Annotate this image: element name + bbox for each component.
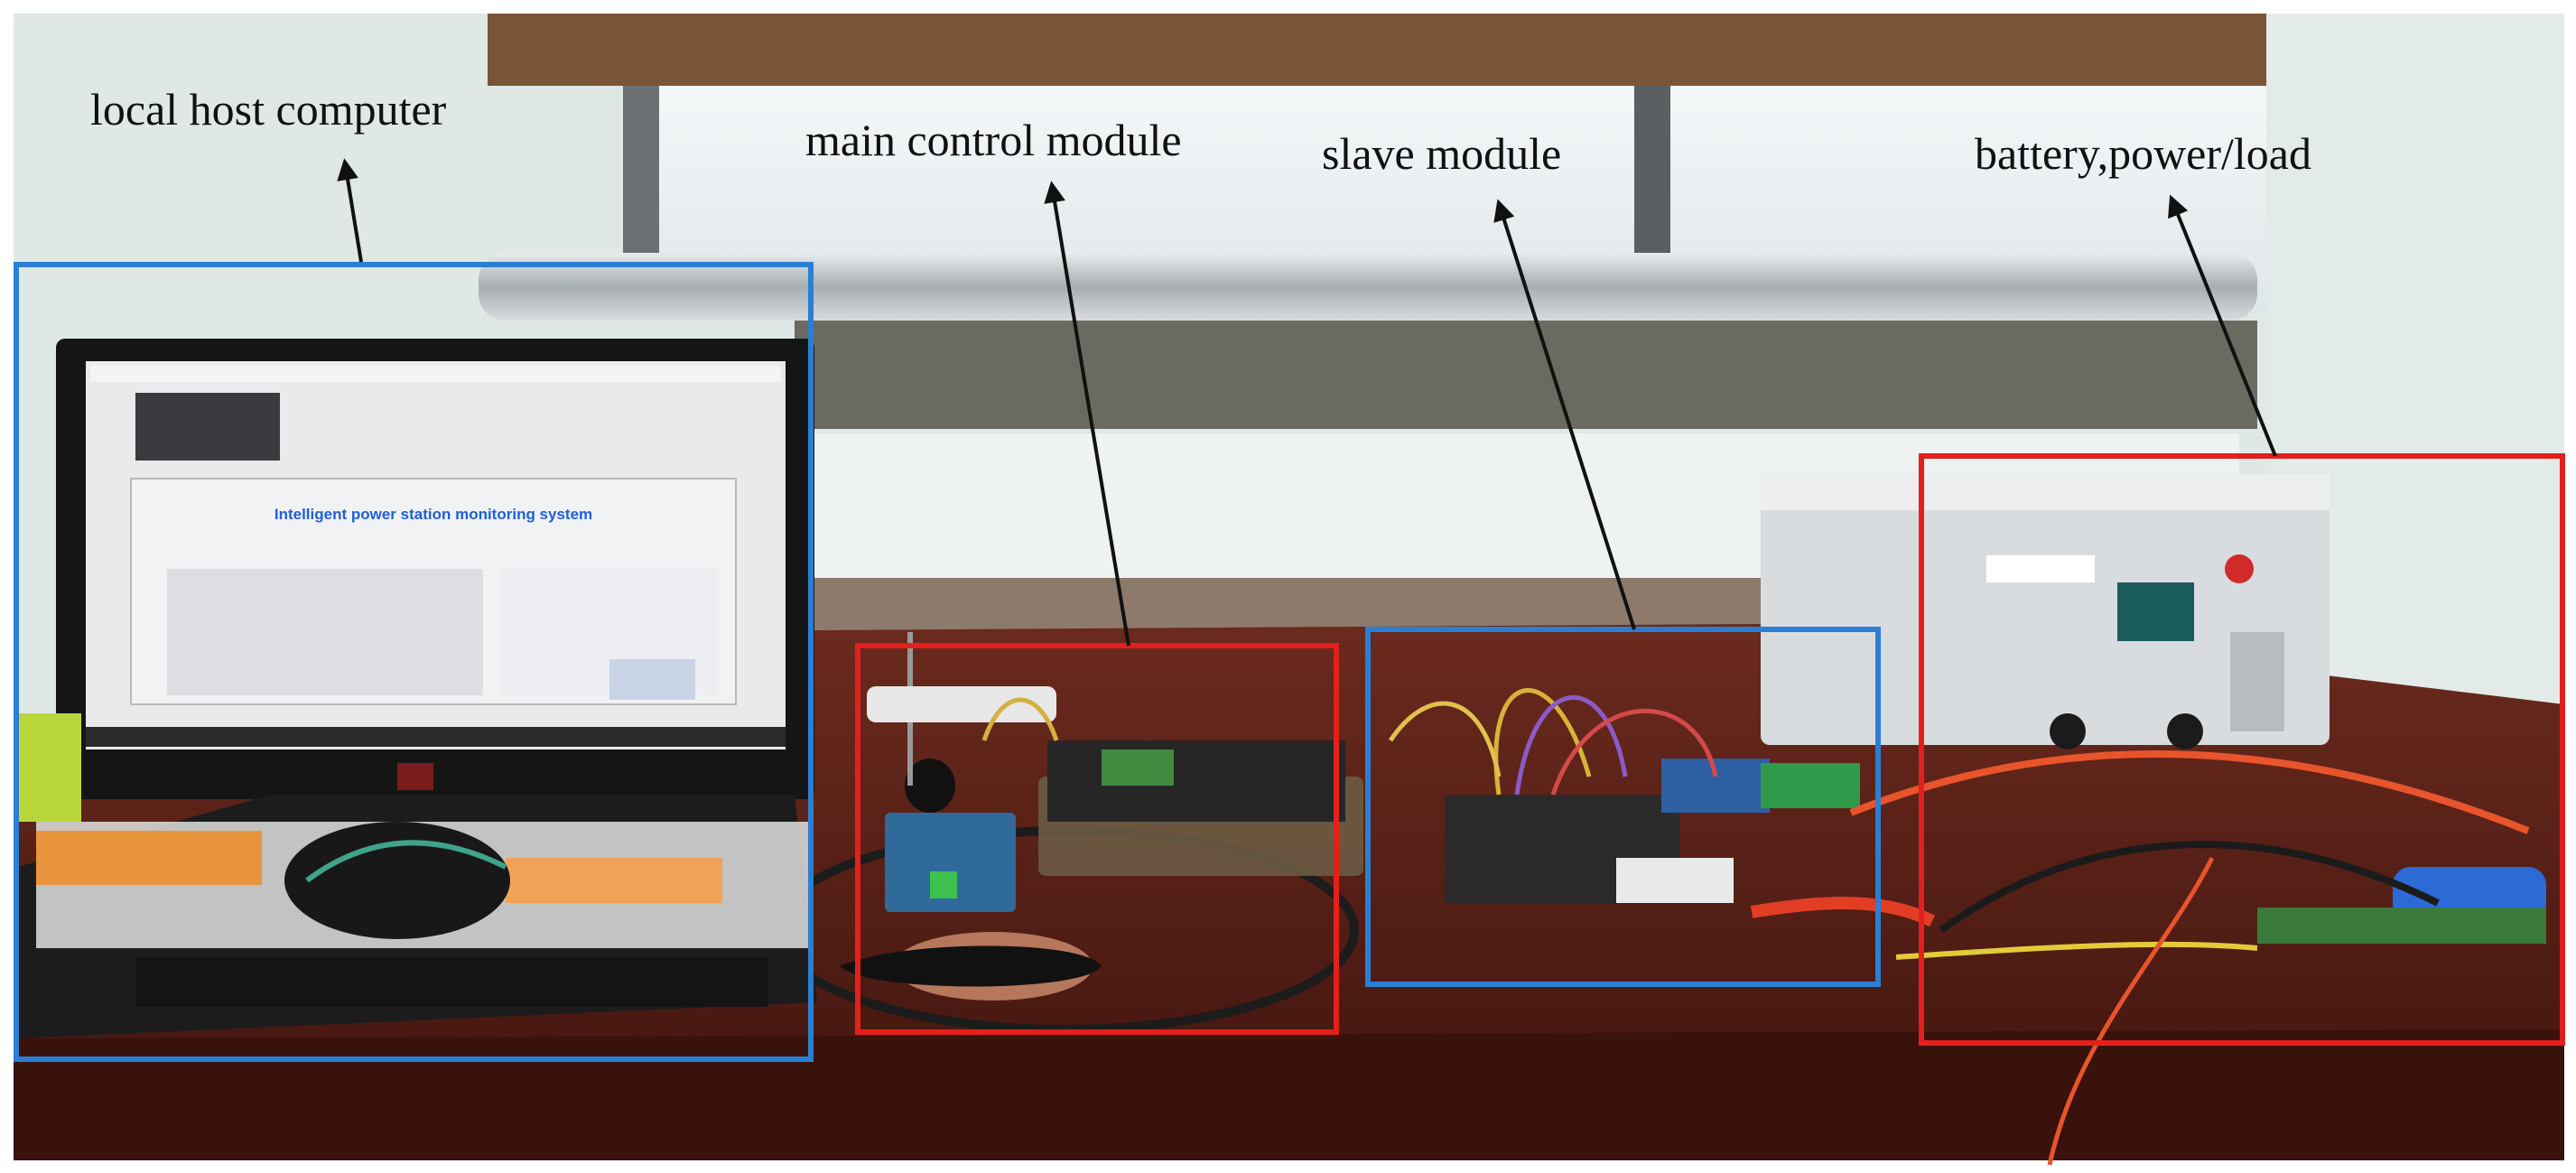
- monitor-title: Intelligent power station monitoring sys…: [274, 506, 592, 523]
- label-host-computer: local host computer: [90, 84, 447, 135]
- metal-rail: [479, 253, 2257, 632]
- arrow-slave: [1493, 199, 1636, 630]
- slave-hardware: [1388, 688, 1936, 927]
- battery-power-hardware: [1761, 474, 2546, 1166]
- label-slave: slave module: [1322, 128, 1562, 179]
- laptop: Intelligent power station monitoring sys…: [18, 339, 817, 1038]
- slave-module-box: [1365, 627, 1881, 987]
- main-control-hardware: [840, 632, 1363, 987]
- label-battery: battery,power/load: [1975, 128, 2311, 179]
- arrow-main-control: [1044, 181, 1130, 647]
- label-main-control: main control module: [805, 115, 1182, 165]
- battery-box: [1919, 453, 2565, 1046]
- arrow-host-computer: [337, 158, 363, 263]
- host-computer-box: [14, 262, 814, 1062]
- main-control-box: [855, 643, 1339, 1035]
- arrow-battery: [2168, 194, 2277, 457]
